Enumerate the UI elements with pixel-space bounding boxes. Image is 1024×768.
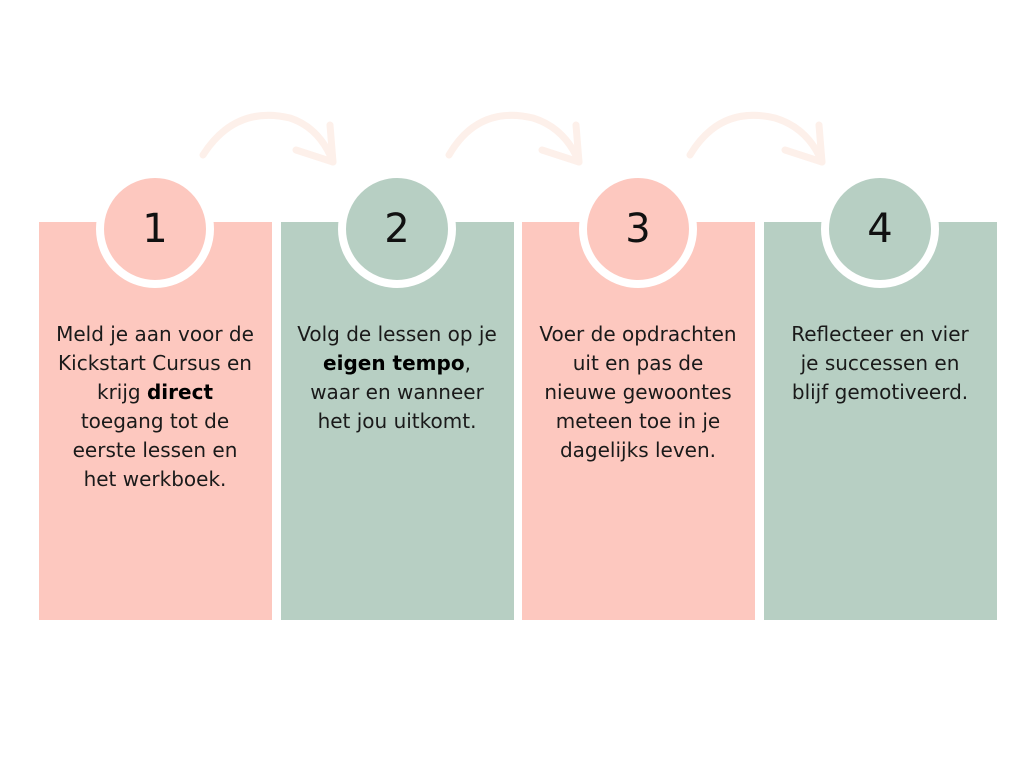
step-number: 2 <box>384 206 410 252</box>
step-card-3 <box>522 222 755 620</box>
step-description-2: Volg de lessen op je eigen tempo, waar e… <box>297 322 497 433</box>
curved-arrow-icon <box>686 111 826 166</box>
curved-arrow-icon <box>445 111 583 166</box>
emphasis: eigen tempo <box>323 351 465 375</box>
step-description-1: Meld je aan voor de Kickstart Cursus en … <box>56 322 254 491</box>
step-description-3: Voer de opdrachten uit en pas de nieuwe … <box>539 322 737 462</box>
step-number-circle-3: 3 <box>579 170 697 288</box>
step-number-circle-4: 4 <box>821 170 939 288</box>
curved-arrow-icon <box>199 111 337 166</box>
step-card-1 <box>39 222 272 620</box>
step-number: 3 <box>625 206 651 252</box>
step-card-4 <box>764 222 997 620</box>
step-number: 4 <box>867 206 893 252</box>
step-card-2 <box>281 222 514 620</box>
step-description-4: Reflecteer en vier je successen en blijf… <box>791 322 969 404</box>
emphasis: direct <box>146 380 213 404</box>
step-number-circle-1: 1 <box>96 170 214 288</box>
step-number-circle-2: 2 <box>338 170 456 288</box>
step-number: 1 <box>142 206 168 252</box>
